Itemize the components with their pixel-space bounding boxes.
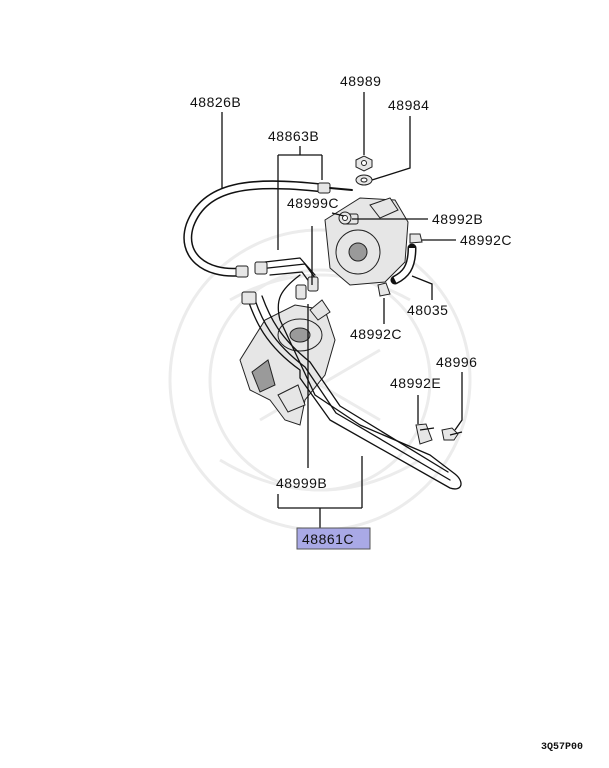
figure-code: 3Q57P00	[541, 742, 583, 753]
highlight-box-48861c	[296, 527, 371, 550]
label-48999b[interactable]: 48999B	[276, 475, 327, 491]
label-48992e[interactable]: 48992E	[390, 375, 441, 391]
label-48861c[interactable]: 48861C	[302, 531, 354, 547]
label-48999c[interactable]: 48999C	[287, 195, 339, 211]
label-48826b[interactable]: 48826B	[190, 94, 241, 110]
label-48984[interactable]: 48984	[388, 97, 429, 113]
label-48035[interactable]: 48035	[407, 302, 448, 318]
label-48996[interactable]: 48996	[436, 354, 477, 370]
label-48863b[interactable]: 48863B	[268, 128, 319, 144]
label-48992b[interactable]: 48992B	[432, 211, 483, 227]
clamp-48992b	[338, 211, 352, 225]
nut-48989	[355, 155, 373, 172]
bolt-48996	[441, 427, 463, 441]
label-48992c-upper[interactable]: 48992C	[460, 232, 512, 248]
power-steering-pump	[324, 197, 409, 286]
leader-lines	[221, 92, 463, 528]
clamp-48992e	[415, 423, 435, 445]
part-labels: 48826B 48863B 48989 48984 48999C 48992B …	[190, 73, 512, 550]
washer-48984	[355, 174, 373, 186]
label-48989[interactable]: 48989	[340, 73, 381, 89]
pressure-tube-assembly	[241, 257, 462, 490]
label-48992c-lower[interactable]: 48992C	[350, 326, 402, 342]
clamp-48992c-lower	[377, 282, 391, 297]
clamp-48992c-upper	[409, 233, 423, 244]
return-hose-48035	[390, 243, 417, 285]
pressure-hose	[183, 180, 353, 278]
